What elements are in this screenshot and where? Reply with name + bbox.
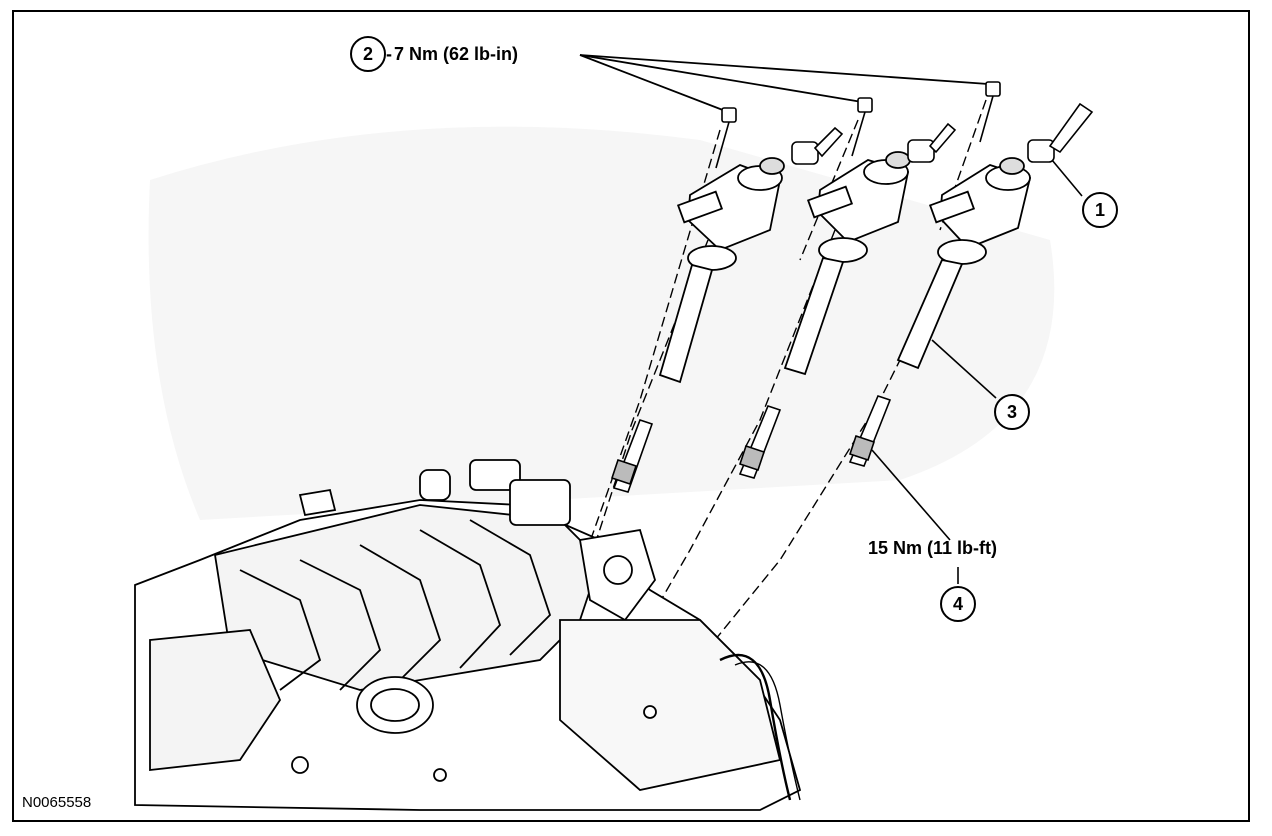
coil-bolts — [715, 81, 1001, 169]
callout-1: 1 — [1082, 192, 1118, 228]
ignition-coil-1 — [658, 157, 785, 384]
callout-4: 4 — [940, 586, 976, 622]
coil-connectors — [791, 102, 1094, 165]
callout-3: 3 — [994, 394, 1030, 430]
figure-id: N0065558 — [22, 794, 92, 811]
callout-leader-lines — [871, 159, 1083, 584]
background-shadow — [148, 126, 1055, 521]
engine-block — [134, 459, 802, 811]
ignition-coil-3 — [896, 157, 1032, 370]
bolt-torque-dash: - — [386, 44, 392, 64]
ignition-coil-2 — [783, 151, 911, 376]
spark-plugs — [610, 395, 892, 493]
bolt-leader-lines — [579, 54, 989, 113]
callout-2: 2 — [350, 36, 386, 72]
spark-plug-torque-label: 15 Nm (11 lb-ft) — [868, 538, 998, 558]
bolt-torque-label: 7 Nm (62 lb-in) — [394, 44, 519, 64]
